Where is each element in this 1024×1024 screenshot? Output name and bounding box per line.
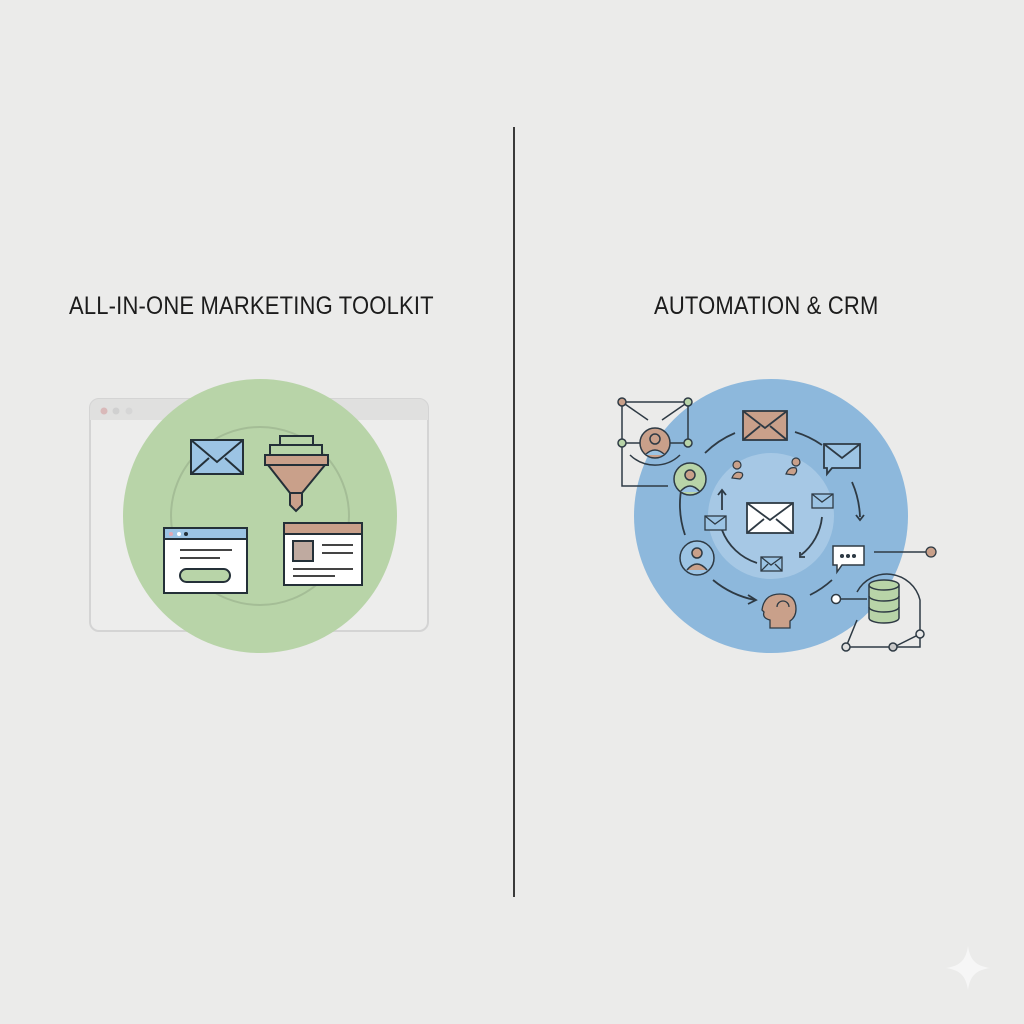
database-icon [830,573,925,652]
envelope-icon [742,410,788,441]
head-icon [761,593,797,629]
contact-icon [731,457,801,480]
contact-icon [679,540,715,576]
landing-page-icon [163,527,248,594]
network-user-icon [617,397,693,487]
envelope-icon [704,493,834,572]
automation-crm-illustration [617,379,937,653]
marketing-toolkit-illustration [89,379,429,653]
sparkle-icon [946,946,990,990]
chat-bubble-icon [832,545,865,575]
envelope-icon [190,439,244,475]
chat-bubble-icon [823,443,861,477]
contact-icon [673,462,707,496]
left-panel-title: ALL-IN-ONE MARKETING TOOLKIT [69,292,434,320]
right-panel-title: AUTOMATION & CRM [654,292,879,320]
funnel-icon [264,435,329,513]
profile-card-icon [283,522,363,586]
green-accent-circle [123,379,397,653]
envelope-icon [746,502,794,534]
vertical-divider [513,127,515,897]
